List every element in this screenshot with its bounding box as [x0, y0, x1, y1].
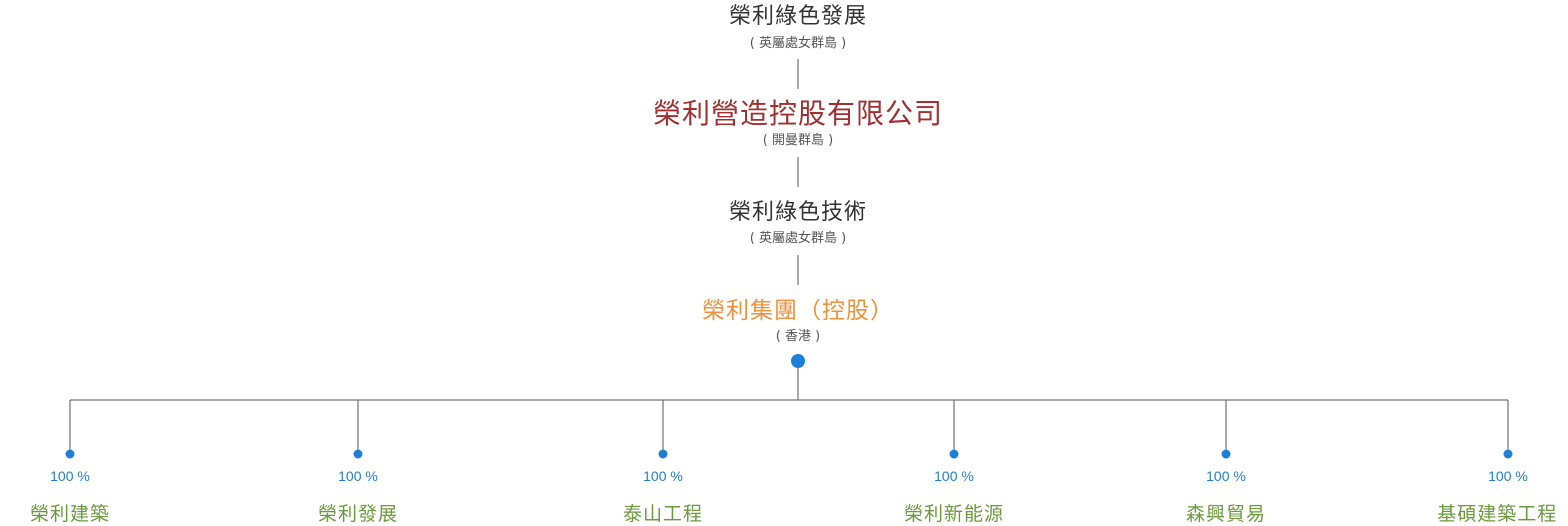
- subsidiary-ownership-3: 100 %: [643, 468, 683, 484]
- subsidiary-name-1: 榮利建築: [29, 503, 111, 525]
- branch-dot-5: [1221, 449, 1231, 459]
- subsidiary-ownership-1: 100 %: [50, 468, 90, 484]
- main-company-name: 榮利營造控股有限公司: [652, 97, 944, 130]
- branch-dot-4: [949, 449, 959, 459]
- subsidiary-name-4: 榮利新能源: [903, 503, 1005, 525]
- subsidiary-name-5: 森興貿易: [1185, 503, 1267, 525]
- subsidiary-ownership-4: 100 %: [934, 468, 974, 484]
- subsidiary-ownership-6: 100 %: [1488, 468, 1528, 484]
- subsidiary-ownership-2: 100 %: [338, 468, 378, 484]
- mid-company-name: 榮利綠色技術: [728, 200, 868, 225]
- main-company-location: ( 開曼群島 ): [762, 133, 834, 148]
- branch-dot-6: [1503, 449, 1513, 459]
- subsidiary-ownership-5: 100 %: [1206, 468, 1246, 484]
- branch-dot-3: [658, 449, 668, 459]
- branch-dot-2: [353, 449, 363, 459]
- group-company-name: 榮利集團（控股）: [702, 298, 894, 324]
- mid-company-location: ( 英屬處女群島 ): [749, 231, 847, 246]
- top-company-location: ( 英屬處女群島 ): [749, 36, 847, 51]
- group-node-dot: [791, 354, 805, 368]
- subsidiary-name-6: 基碩建築工程: [1437, 503, 1558, 525]
- group-company-location: ( 香港 ): [775, 329, 821, 344]
- subsidiary-name-2: 榮利發展: [317, 503, 399, 525]
- branch-dot-1: [65, 449, 75, 459]
- top-company-name: 榮利綠色發展: [728, 4, 868, 29]
- subsidiary-name-3: 泰山工程: [622, 503, 704, 525]
